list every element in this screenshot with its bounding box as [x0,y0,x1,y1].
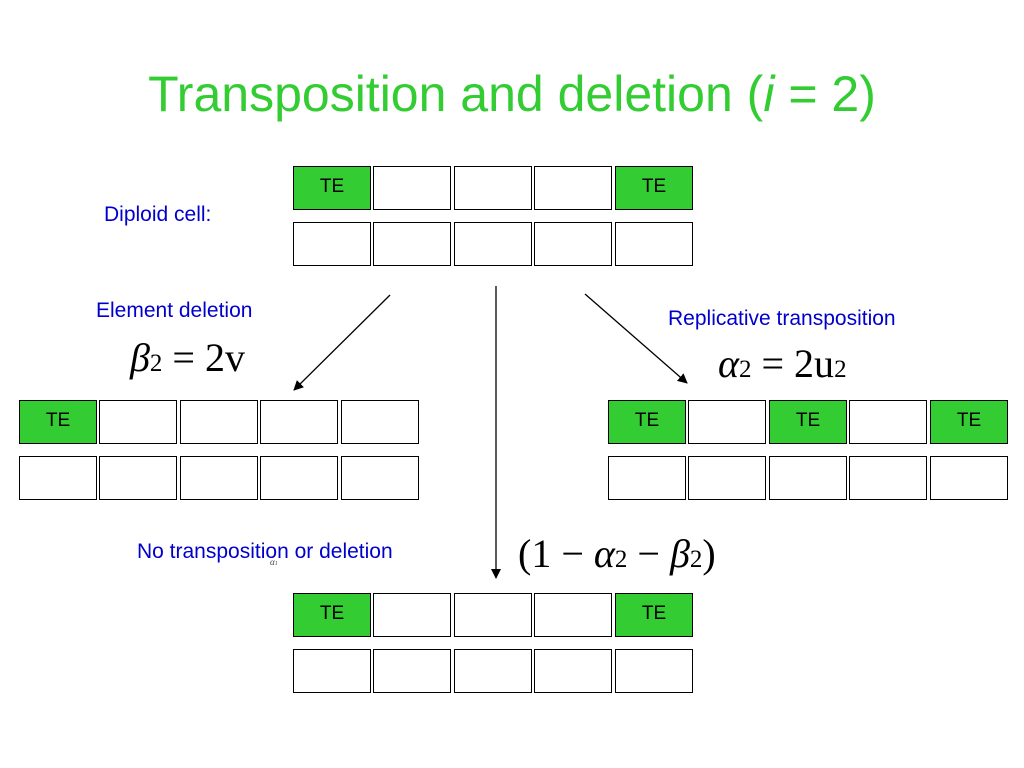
bottom-lower-chromosome [293,649,694,693]
no-change-alpha-subscript: 2 [614,546,628,573]
te-locus: TE [608,400,686,444]
top-upper-chromosome: TE TE [293,166,694,210]
stray-alpha-subscript: 1 [274,561,278,567]
empty-locus [454,222,532,266]
left-lower-chromosome [19,456,420,500]
te-locus: TE [293,166,371,210]
empty-locus [615,649,693,693]
replicative-rate-formula: α2 = 2u2 [718,340,847,394]
empty-locus [688,456,766,500]
te-locus: TE [769,400,847,444]
no-change-open: (1 − [518,531,594,576]
deletion-rate-formula: β2 = 2v [130,334,245,388]
empty-locus [534,593,612,637]
no-change-minus: − [627,531,670,576]
te-locus: TE [19,400,97,444]
empty-locus [99,456,177,500]
empty-locus [454,593,532,637]
left-upper-chromosome: TE [19,400,420,444]
empty-locus [341,456,419,500]
empty-locus [341,400,419,444]
empty-locus [180,400,258,444]
stray-alpha-symbol: α1 [270,557,278,567]
empty-locus [373,166,451,210]
empty-locus [260,400,338,444]
bottom-upper-chromosome: TE TE [293,593,694,637]
no-change-beta-subscript: 2 [689,546,703,573]
empty-locus [260,456,338,500]
empty-locus [293,649,371,693]
replicative-rhs: = 2u [751,341,835,386]
te-locus: TE [930,400,1008,444]
no-transposition-label: No transposition or deletion [137,540,393,563]
beta-symbol: β [130,335,150,380]
top-lower-chromosome [293,222,694,266]
empty-locus [615,222,693,266]
empty-locus [373,649,451,693]
right-lower-chromosome [608,456,1009,500]
empty-locus [99,400,177,444]
empty-locus [373,222,451,266]
te-locus: TE [293,593,371,637]
empty-locus [849,400,927,444]
title-variable: i [763,66,775,122]
empty-locus [373,593,451,637]
replicative-transposition-label: Replicative transposition [668,307,896,330]
element-deletion-label: Element deletion [96,299,253,322]
empty-locus [19,456,97,500]
empty-locus [180,456,258,500]
empty-locus [930,456,1008,500]
empty-locus [454,166,532,210]
u-subscript: 2 [834,356,847,383]
alpha-subscript: 2 [739,356,752,383]
title-equals: = 2) [774,66,876,122]
te-locus: TE [615,166,693,210]
no-change-formula: (1 − α2 − β2) [518,530,716,584]
empty-locus [454,649,532,693]
deletion-arrow [293,294,391,391]
empty-locus [293,222,371,266]
stray-alpha: α [270,557,275,567]
no-change-beta: β [669,531,690,576]
empty-locus [534,166,612,210]
no-change-close: ) [702,531,716,576]
no-change-alpha: α [593,531,615,576]
empty-locus [849,456,927,500]
empty-locus [608,456,686,500]
diploid-cell-label: Diploid cell: [104,203,212,226]
te-locus: TE [615,593,693,637]
empty-locus [769,456,847,500]
right-upper-chromosome: TE TE TE [608,400,1009,444]
empty-locus [534,222,612,266]
empty-locus [534,649,612,693]
empty-locus [688,400,766,444]
alpha-symbol: α [718,341,739,386]
title-text: Transposition and deletion ( [148,66,764,122]
beta-subscript: 2 [149,350,163,377]
deletion-rhs: = 2v [162,335,245,380]
slide-title: Transposition and deletion (i = 2) [0,58,1024,130]
replicative-arrow [584,293,688,384]
